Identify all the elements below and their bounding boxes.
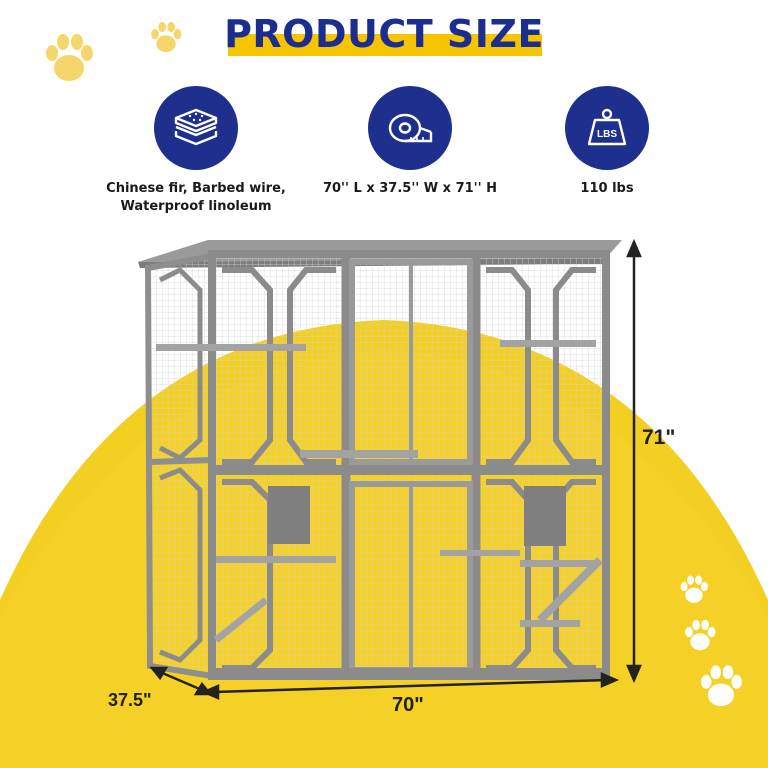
width-label: 70": [392, 694, 424, 716]
caption-line: Chinese fir, Barbed wire,: [106, 181, 286, 196]
paw-print-icon: [700, 665, 742, 707]
feature-caption: 70'' L x 37.5'' W x 71'' H: [310, 180, 510, 198]
feature-icon-circle: LBS: [565, 86, 649, 170]
paw-print-icon: [46, 34, 93, 81]
caption-line: 110 lbs: [580, 181, 634, 196]
layers-material-icon: [174, 108, 218, 146]
paw-print-icon: [685, 619, 716, 651]
feature-caption: 110 lbs: [507, 180, 707, 198]
feature-weight: LBS 110 lbs: [507, 86, 707, 198]
feature-caption: Chinese fir, Barbed wire, Waterproof lin…: [96, 180, 296, 216]
feature-icon-circle: [368, 86, 452, 170]
paw-print-icon: [151, 21, 182, 53]
feature-dimensions: 70'' L x 37.5'' W x 71'' H: [310, 86, 510, 198]
weight-icon: LBS: [587, 108, 627, 146]
feature-icon-circle: [154, 86, 238, 170]
title-highlight-bar: [228, 34, 542, 56]
caption-line: Waterproof linoleum: [120, 199, 272, 214]
title-block: PRODUCT SIZE: [0, 12, 768, 56]
depth-label: 37.5": [108, 690, 152, 710]
paw-print-icon: [680, 575, 708, 603]
measuring-tape-icon: [388, 113, 433, 143]
caption-line: 70'' L x 37.5'' W x 71'' H: [322, 181, 498, 196]
height-label: 71": [642, 426, 676, 449]
page-title: PRODUCT SIZE: [224, 12, 544, 56]
weight-badge-label: LBS: [597, 129, 617, 140]
feature-material: Chinese fir, Barbed wire, Waterproof lin…: [96, 86, 296, 216]
